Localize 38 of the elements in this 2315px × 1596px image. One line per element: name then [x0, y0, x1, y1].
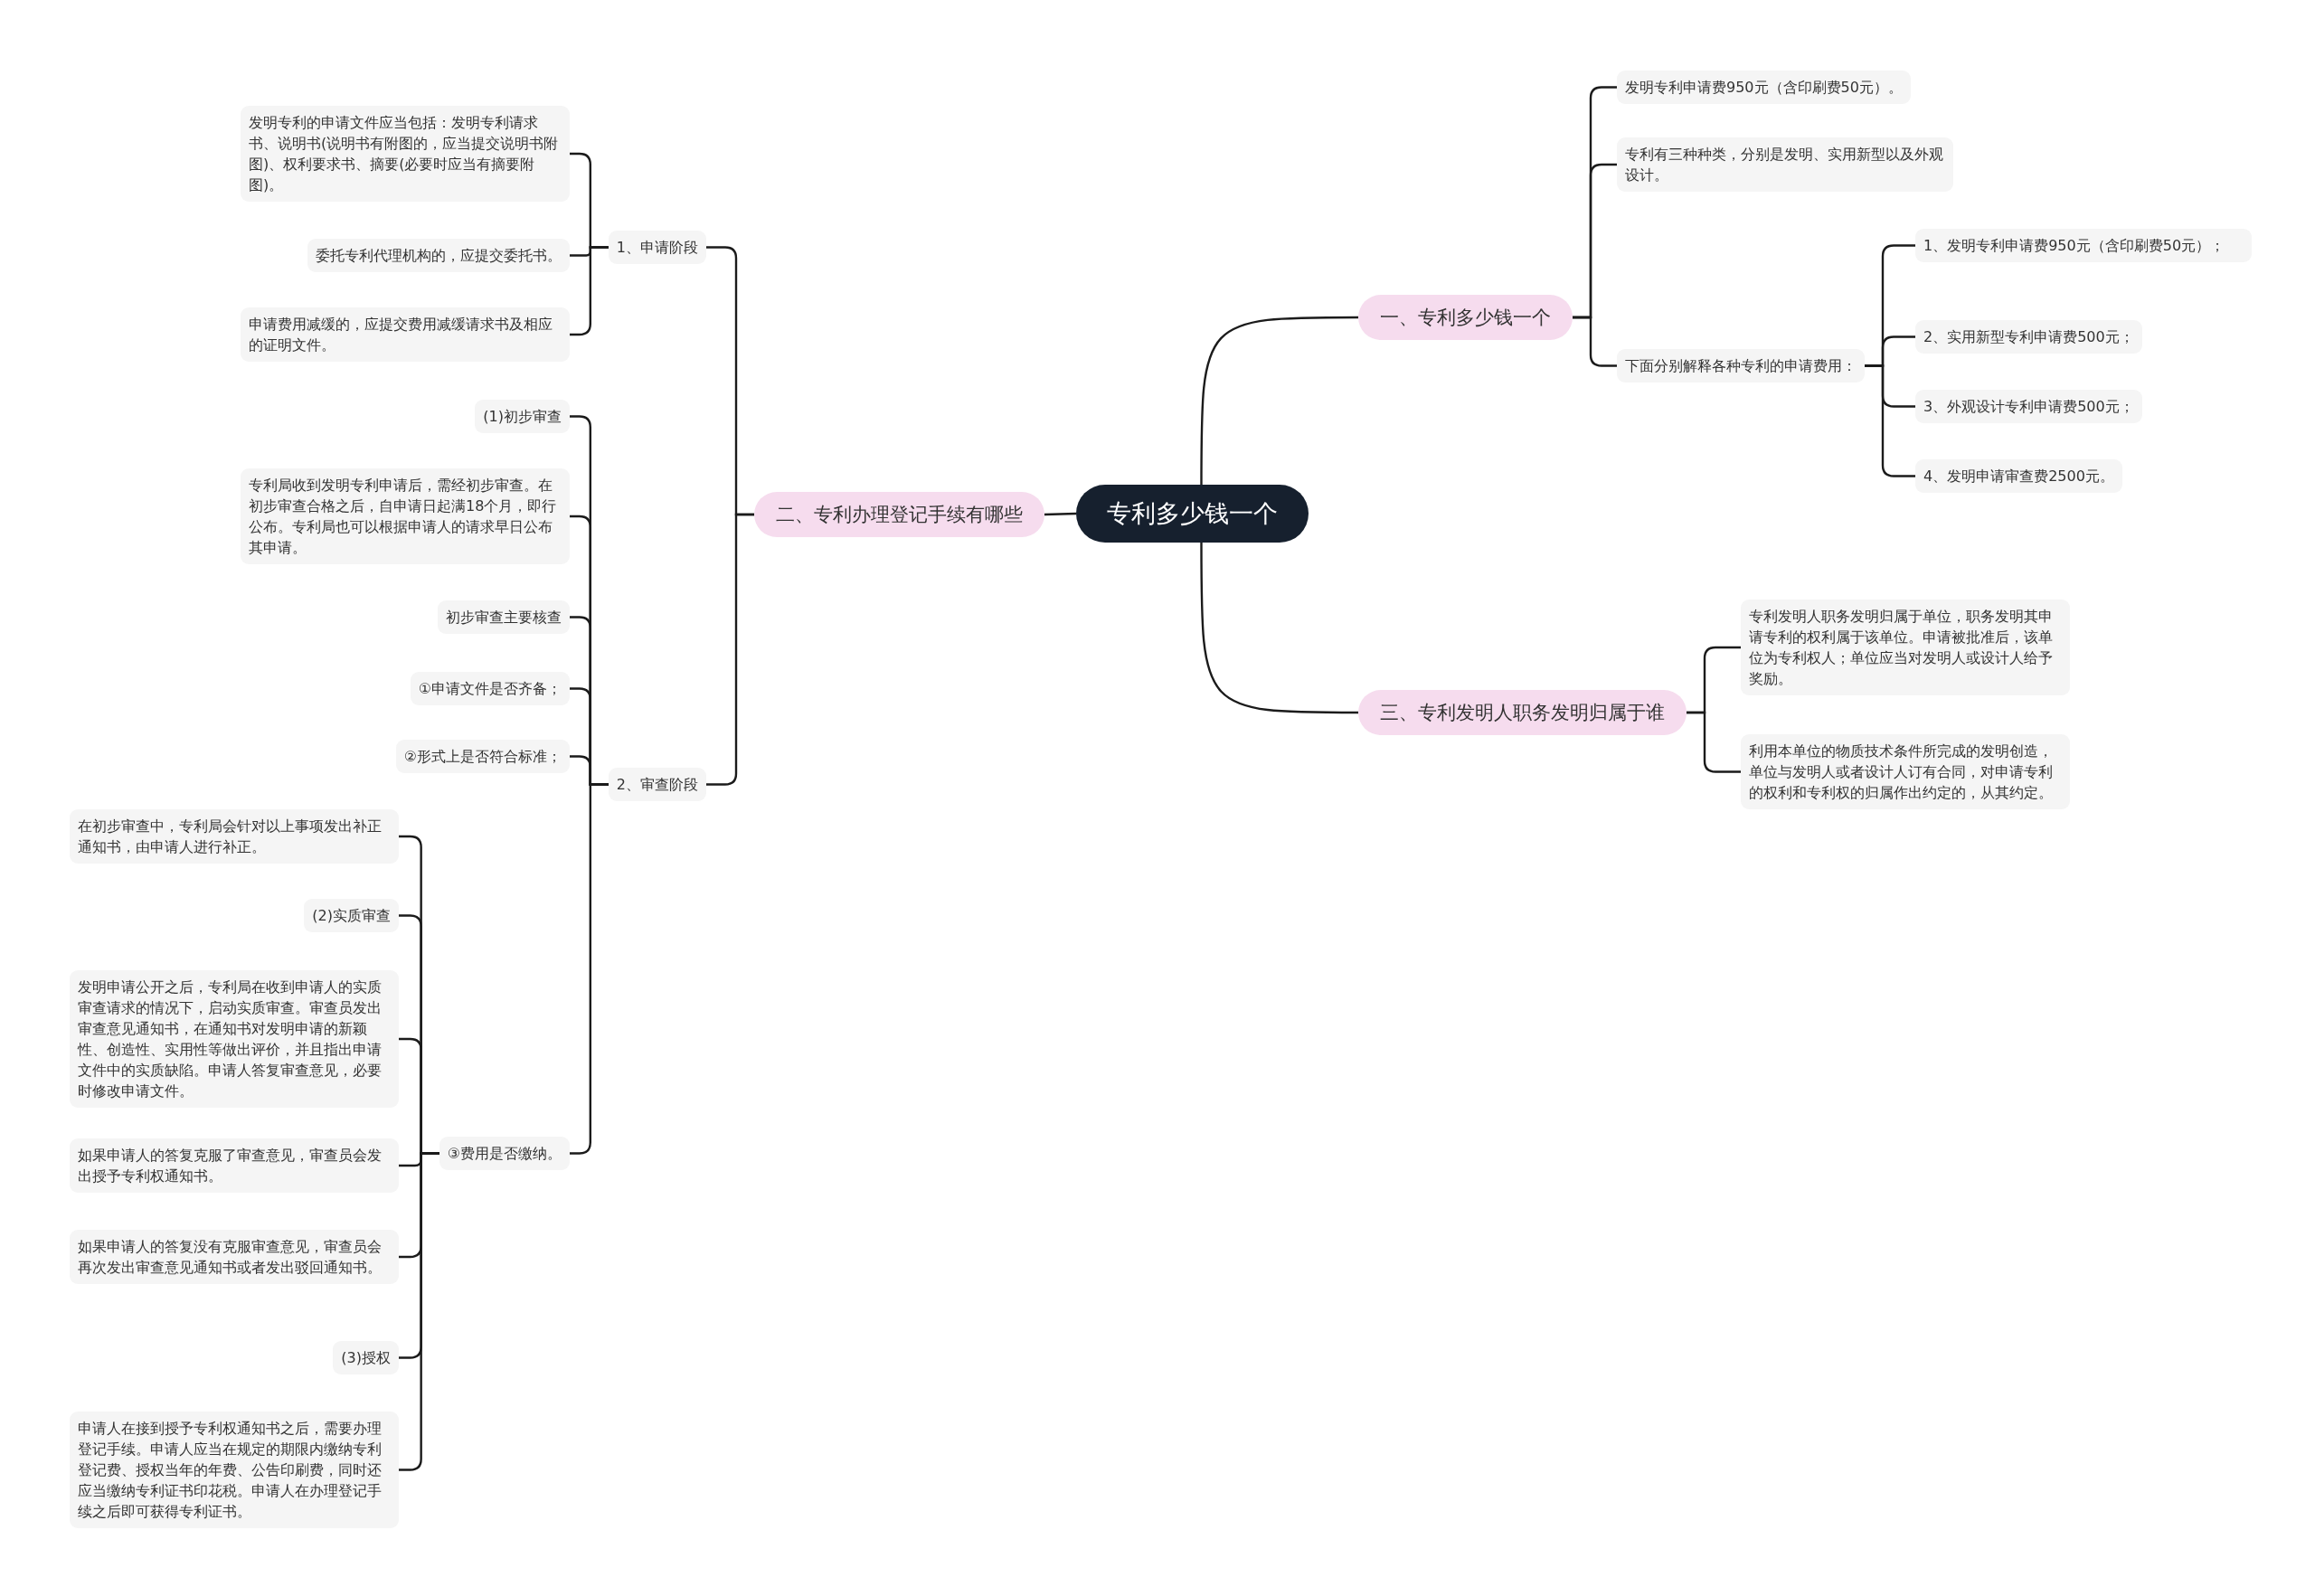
topic-card: ②形式上是否符合标准；	[395, 740, 570, 773]
topic-card: 发明专利的申请文件应当包括：发明专利请求书、说明书(说明书有附图的，应当提交说明书附图)、权利要求书、摘要(必要时应当有摘要附图)。	[241, 106, 570, 202]
topic-card: 1、申请阶段	[608, 231, 706, 264]
connector-line	[570, 783, 609, 1155]
topic-card: 专利发明人职务发明归属于单位，职务发明其申请专利的权利属于该单位。申请被批准后，该单位为专利权人；单位应当对发明人或设计人给予奖励。	[1741, 600, 2070, 695]
topic-card: 委托专利代理机构的，应提交委托书。	[307, 239, 570, 272]
topic-card: 下面分别解释各种专利的申请费用：	[1617, 349, 1865, 382]
topic-card: 如果申请人的答复没有克服审查意见，审查员会再次发出审查意见通知书或者发出驳回通知书。	[70, 1230, 399, 1284]
topic-card: 2、实用新型专利申请费500元；	[1915, 320, 2142, 354]
topic-card: 2、审查阶段	[608, 768, 706, 801]
topic-card: ③费用是否缴纳。	[439, 1137, 570, 1170]
topic-card: 利用本单位的物质技术条件所完成的发明创造，单位与发明人或者设计人订有合同，对申请专利的权利和专利权的归属作出约定的，从其约定。	[1741, 734, 2070, 809]
connector-line	[1687, 711, 1741, 773]
topic-card: (2)实质审查	[304, 899, 399, 932]
connector-line	[1200, 316, 1358, 485]
topic-card: 专利有三种种类，分别是发明、实用新型以及外观设计。	[1617, 137, 1953, 192]
topic-card: (1)初步审查	[475, 400, 570, 433]
connector-line	[1200, 543, 1358, 714]
topic-card: 发明申请公开之后，专利局在收到申请人的实质审查请求的情况下，启动实质审查。审查员发出审查意见通知书，在通知书对发明申请的新颖性、创造性、实用性等做出评价，并且指出申请文件中的实质缺陷。申请人答复审查意见，必要时修改申请文件。	[70, 970, 399, 1108]
branch-topic: 三、专利发明人职务发明归属于谁	[1358, 690, 1687, 735]
topic-card: ①申请文件是否齐备；	[410, 672, 570, 705]
topic-card: (3)授权	[333, 1341, 399, 1374]
topic-card: 1、发明专利申请费950元（含印刷费50元）；	[1915, 229, 2252, 262]
connector-line	[1044, 512, 1077, 516]
topic-card: 4、发明申请审查费2500元。	[1915, 459, 2122, 493]
topic-card: 申请费用减缓的，应提交费用减缓请求书及相应的证明文件。	[241, 307, 570, 362]
branch-topic: 一、专利多少钱一个	[1358, 295, 1573, 340]
topic-card: 初步审查主要核查	[438, 600, 570, 634]
topic-card: 在初步审查中，专利局会针对以上事项发出补正通知书，由申请人进行补正。	[70, 809, 399, 864]
topic-card: 发明专利申请费950元（含印刷费50元）。	[1617, 71, 1911, 104]
connector-line	[399, 1152, 439, 1471]
branch-topic: 二、专利办理登记手续有哪些	[754, 492, 1044, 537]
topic-card: 如果申请人的答复克服了审查意见，审查员会发出授予专利权通知书。	[70, 1138, 399, 1193]
topic-card: 3、外观设计专利申请费500元；	[1915, 390, 2142, 423]
topic-card: 申请人在接到授予专利权通知书之后，需要办理登记手续。申请人应当在规定的期限内缴纳专利登记费、授权当年的年费、公告印刷费，同时还应当缴纳专利证书印花税。申请人在办理登记手续之后即可获得专利证书。	[70, 1412, 399, 1528]
topic-card: 专利局收到发明专利申请后，需经初步审查。在初步审查合格之后，自申请日起满18个月，即行公布。专利局也可以根据申请人的请求早日公布其申请。	[241, 468, 570, 564]
connector-line	[570, 246, 609, 336]
central-topic: 专利多少钱一个	[1076, 485, 1309, 543]
